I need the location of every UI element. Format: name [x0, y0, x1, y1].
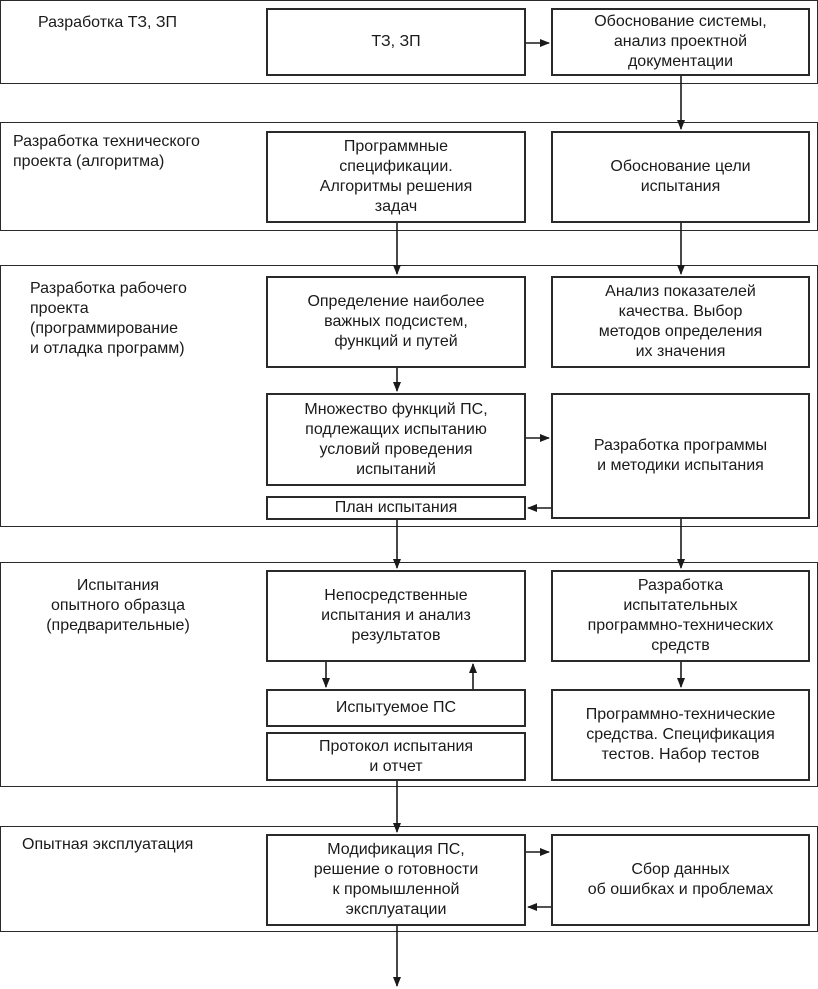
stage-label-operation: Опытная эксплуатация	[22, 836, 194, 853]
box-test-goal: Обоснование цели испытания	[551, 131, 810, 223]
stage-label-testing: Испытания опытного образца (предваритель…	[46, 577, 190, 634]
box-tested-ps: Испытуемое ПС	[266, 689, 526, 727]
box-functions-set: Множество функций ПС, подлежащих испытан…	[266, 393, 526, 486]
box-tools-specs: Программно-технические средства. Специфи…	[551, 689, 810, 781]
box-system-justification: Обоснование системы, анализ проектной до…	[551, 8, 810, 76]
box-quality-indicators: Анализ показателей качества. Выбор метод…	[551, 276, 810, 368]
box-tz-zp: ТЗ, ЗП	[266, 8, 526, 76]
box-program-methodology: Разработка программы и методики испытани…	[551, 393, 810, 519]
stage-label-tz: Разработка ТЗ, ЗП	[38, 14, 178, 31]
box-error-collection: Сбор данных об ошибках и проблемах	[551, 834, 810, 926]
box-protocol: Протокол испытания и отчет	[266, 732, 526, 781]
box-important-subsystems: Определение наиболее важных подсистем, ф…	[266, 276, 526, 368]
box-modification: Модификация ПС, решение о готовности к п…	[266, 834, 526, 926]
box-program-specs: Программные спецификации. Алгоритмы реше…	[266, 131, 526, 223]
stage-label-working: Разработка рабочего проекта (программиро…	[30, 280, 187, 357]
stage-label-technical: Разработка технического проекта (алгорит…	[13, 133, 200, 170]
box-test-tools-dev: Разработка испытательных программно-техн…	[551, 570, 810, 662]
box-test-plan: План испытания	[266, 496, 526, 520]
box-direct-tests: Непосредственные испытания и анализ резу…	[266, 570, 526, 662]
